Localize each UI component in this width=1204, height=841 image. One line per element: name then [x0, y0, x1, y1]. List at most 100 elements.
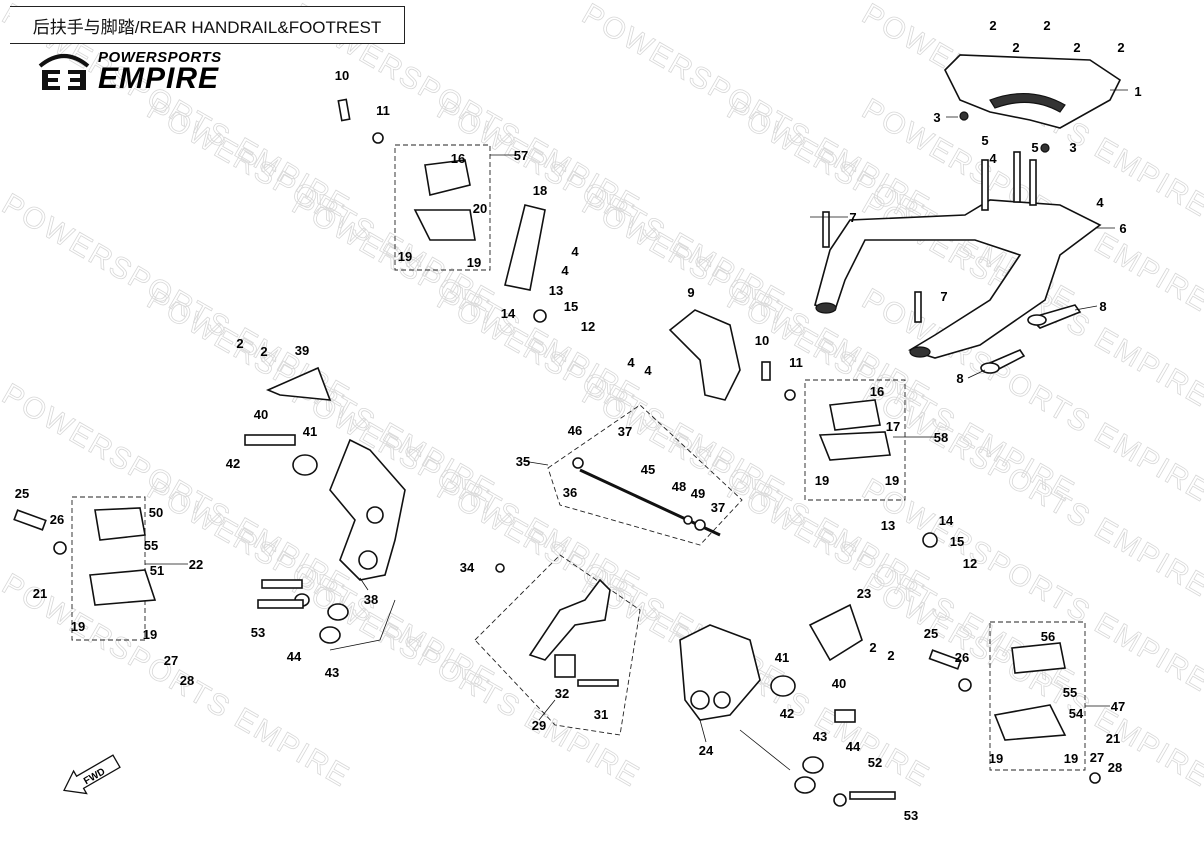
callout-part-20: 20 — [473, 201, 487, 216]
callout-part-7: 7 — [849, 210, 856, 225]
fwd-direction-arrow: FWD — [63, 754, 121, 795]
callout-part-53: 53 — [251, 625, 265, 640]
callout-part-13: 13 — [549, 283, 563, 298]
callout-part-47: 47 — [1111, 699, 1125, 714]
callout-part-46: 46 — [568, 423, 582, 438]
callout-part-45: 45 — [641, 462, 655, 477]
part-footpeg-51 — [89, 569, 157, 606]
callout-part-19: 19 — [815, 473, 829, 488]
callout-part-31: 31 — [594, 707, 608, 722]
callout-part-55: 55 — [1063, 685, 1077, 700]
callout-part-25: 25 — [15, 486, 29, 501]
callout-part-8: 8 — [1099, 299, 1106, 314]
callout-part-2: 2 — [989, 18, 996, 33]
callout-part-4: 4 — [571, 244, 579, 259]
part-handrail-frame — [814, 199, 1102, 359]
callout-part-54: 54 — [1069, 706, 1084, 721]
callout-part-2: 2 — [1073, 40, 1080, 55]
callout-part-14: 14 — [939, 513, 954, 528]
callout-part-40: 40 — [254, 407, 268, 422]
callout-part-4: 4 — [1096, 195, 1104, 210]
callout-part-43: 43 — [325, 665, 339, 680]
part-brake-pedal-29 — [528, 578, 611, 661]
callout-part-27: 27 — [164, 653, 178, 668]
callout-part-25: 25 — [924, 626, 938, 641]
part-footpeg-16 — [424, 159, 471, 196]
callout-part-49: 49 — [691, 486, 705, 501]
callout-part-7: 7 — [940, 289, 947, 304]
callout-part-36: 36 — [563, 485, 577, 500]
callout-part-43: 43 — [813, 729, 827, 744]
callout-part-50: 50 — [149, 505, 163, 520]
callout-part-5: 5 — [1031, 140, 1038, 155]
callout-part-42: 42 — [226, 456, 240, 471]
callout-part-44: 44 — [846, 739, 861, 754]
callout-part-12: 12 — [581, 319, 595, 334]
callout-part-19: 19 — [1064, 751, 1078, 766]
callout-part-1: 1 — [1134, 84, 1141, 99]
callout-part-15: 15 — [564, 299, 578, 314]
callout-part-55: 55 — [144, 538, 158, 553]
callout-part-41: 41 — [303, 424, 317, 439]
callout-part-18: 18 — [533, 183, 547, 198]
callout-part-10: 10 — [335, 68, 349, 83]
group-boxes — [71, 144, 1086, 771]
callout-part-58: 58 — [934, 430, 948, 445]
group-35-box — [547, 404, 743, 546]
part-bracket-9 — [668, 309, 741, 401]
callout-part-9: 9 — [687, 285, 694, 300]
callout-part-4: 4 — [561, 263, 569, 278]
callout-part-16: 16 — [870, 384, 884, 399]
callout-part-26: 26 — [50, 512, 64, 527]
group-29-box — [474, 554, 641, 736]
part-footpeg-50 — [94, 507, 146, 541]
part-footpeg-16b — [829, 399, 881, 431]
callout-part-8: 8 — [956, 371, 963, 386]
callout-part-19: 19 — [989, 751, 1003, 766]
callout-part-27: 27 — [1090, 750, 1104, 765]
group-47-box — [989, 621, 1086, 771]
callout-part-5: 5 — [981, 133, 988, 148]
leader-lines — [145, 89, 1128, 771]
group-22-box — [71, 496, 146, 641]
callout-part-22: 22 — [189, 557, 203, 572]
callout-part-57: 57 — [514, 148, 528, 163]
diagram-title: 后扶手与脚踏/REAR HANDRAIL&FOOTREST — [10, 6, 405, 44]
callout-part-2: 2 — [887, 648, 894, 663]
callout-part-44: 44 — [287, 649, 302, 664]
parts — [13, 54, 1122, 807]
callout-part-24: 24 — [699, 743, 714, 758]
part-footpeg-56 — [1011, 642, 1066, 674]
callout-part-37: 37 — [711, 500, 725, 515]
callout-part-51: 51 — [150, 563, 164, 578]
logo-emblem-icon — [38, 53, 90, 90]
callout-part-19: 19 — [143, 627, 157, 642]
callout-part-2: 2 — [260, 344, 267, 359]
callout-part-56: 56 — [1041, 629, 1055, 644]
callout-part-38: 38 — [364, 592, 378, 607]
part-footpeg-bracket-17 — [818, 431, 891, 461]
callout-part-16: 16 — [451, 151, 465, 166]
callout-part-2: 2 — [1012, 40, 1019, 55]
part-plate-39 — [265, 366, 332, 401]
callout-part-2: 2 — [1117, 40, 1124, 55]
fwd-label: FWD — [82, 766, 107, 787]
callout-part-15: 15 — [950, 534, 964, 549]
callout-part-4: 4 — [644, 363, 652, 378]
callout-part-19: 19 — [71, 619, 85, 634]
part-footpeg-bracket-20 — [413, 209, 476, 241]
callout-part-6: 6 — [1119, 221, 1126, 236]
callout-part-2: 2 — [869, 640, 876, 655]
callout-part-2: 2 — [236, 336, 243, 351]
logo-line2: EMPIRE — [98, 62, 220, 95]
callout-part-40: 40 — [832, 676, 846, 691]
callout-part-23: 23 — [857, 586, 871, 601]
callout-part-21: 21 — [33, 586, 47, 601]
logo-line1: POWERSPORTS — [98, 49, 222, 66]
part-bracket-18 — [504, 204, 546, 291]
callout-part-3: 3 — [933, 110, 940, 125]
callout-part-4: 4 — [989, 151, 997, 166]
part-plate-23 — [808, 603, 863, 662]
